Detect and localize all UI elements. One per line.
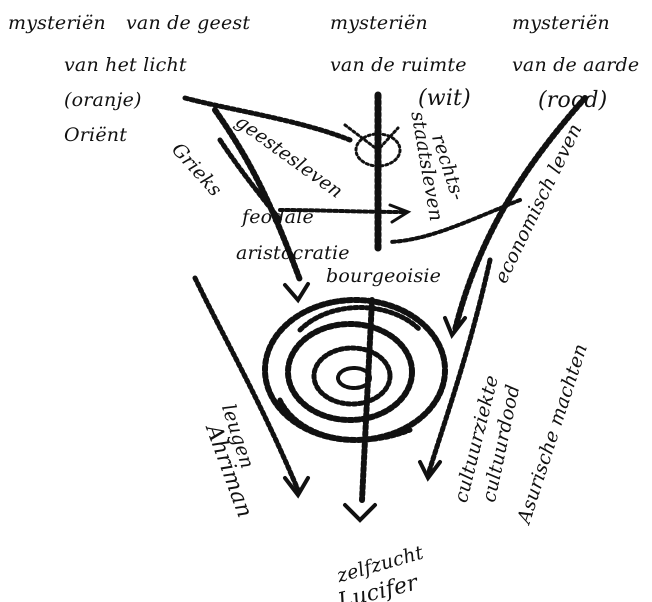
label-mysterien-right: mysteriën: [512, 14, 610, 33]
label-feodale: feodale: [242, 208, 314, 227]
label-aristocratie: aristocratie: [236, 244, 350, 263]
label-mysterien-middle: mysteriën: [330, 14, 428, 33]
label-orient: Oriënt: [64, 126, 127, 145]
label-mysterien-left: mysteriën: [8, 14, 106, 33]
label-van-de-aarde: van de aarde: [512, 56, 639, 75]
label-wit: (wit): [418, 88, 471, 110]
label-van-de-geest: van de geest: [126, 14, 250, 33]
label-van-de-ruimte: van de ruimte: [330, 56, 467, 75]
label-oranje: (oranje): [64, 91, 142, 110]
label-bourgeoisie: bourgeoisie: [326, 267, 441, 286]
label-van-het-licht: van het licht: [64, 56, 187, 75]
central-swirl: [265, 300, 445, 440]
label-rood: (rood): [538, 90, 607, 112]
